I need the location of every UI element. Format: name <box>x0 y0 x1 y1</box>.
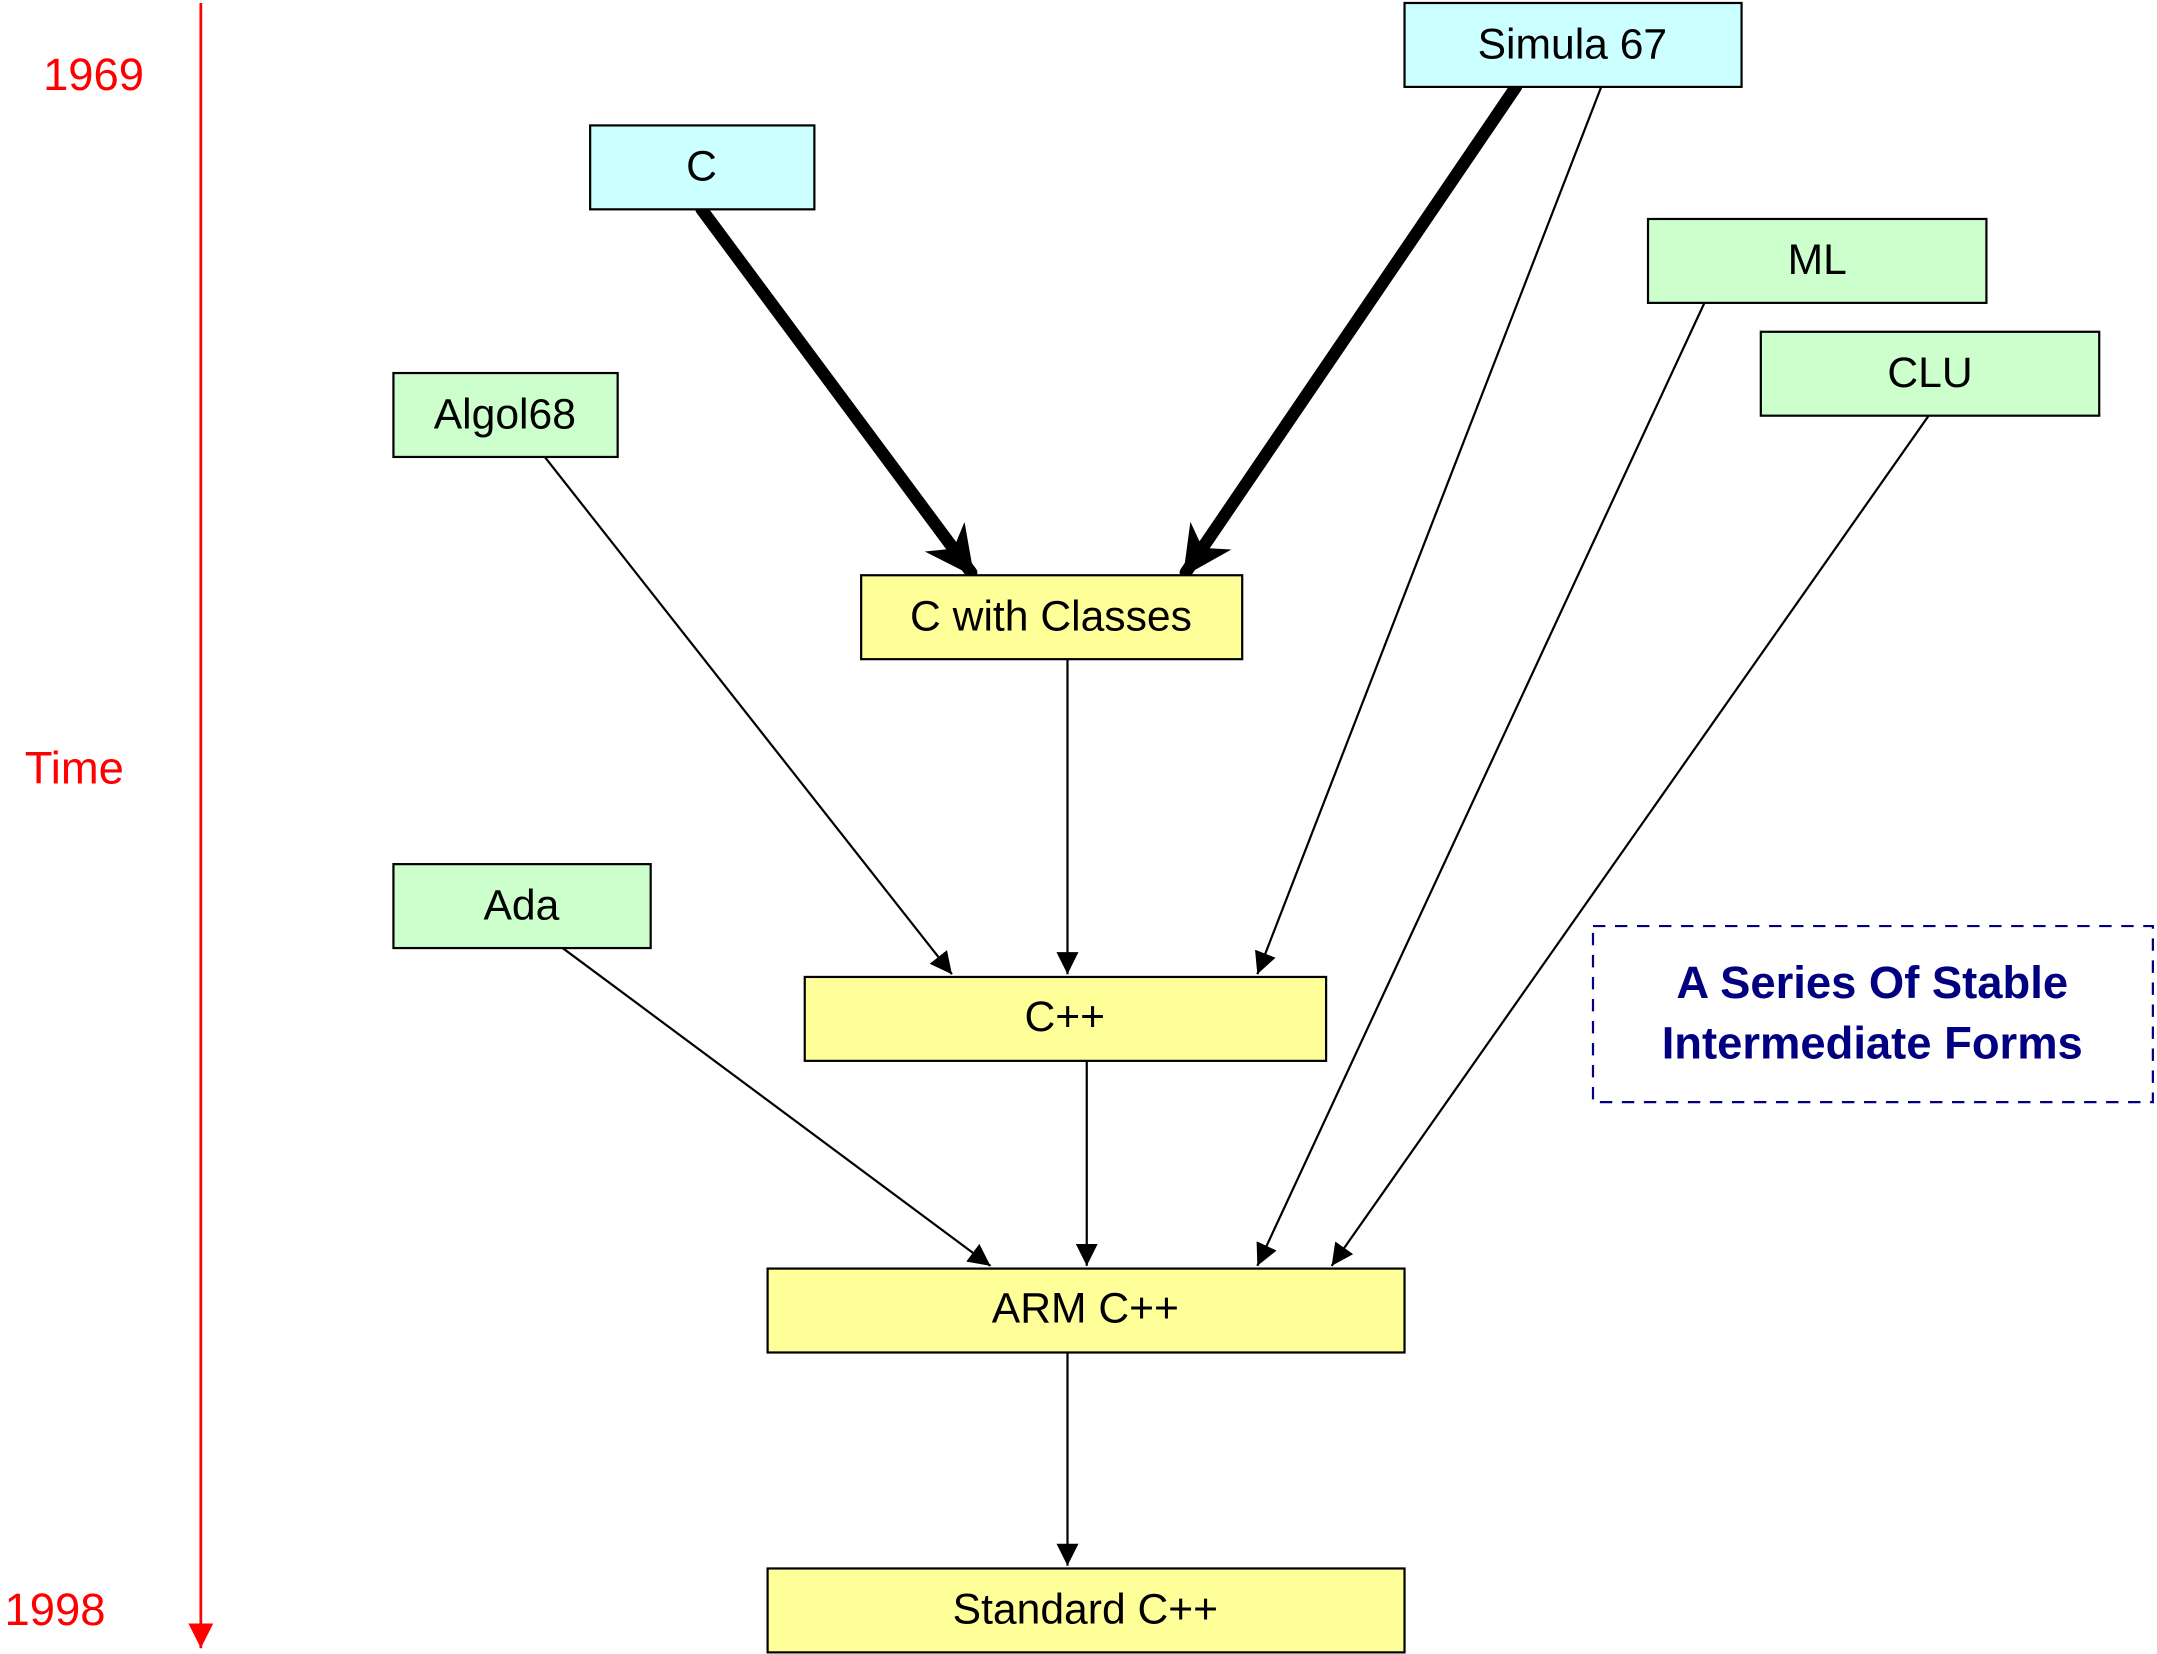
node-algol68: Algol68 <box>392 371 619 459</box>
node-label: Ada <box>483 881 559 929</box>
edge-clu-to-arm <box>1330 415 1930 1267</box>
node-clu: CLU <box>1759 330 2101 417</box>
note-box: A Series Of Stable Intermediate Forms <box>1591 924 2154 1104</box>
timeline: 1969 Time 1998 <box>5 2 214 1649</box>
timeline-end-label: 1998 <box>5 1584 106 1635</box>
node-ml: ML <box>1646 217 1988 304</box>
node-label: Algol68 <box>434 390 576 438</box>
node-box <box>766 1567 1406 1654</box>
node-label: C with Classes <box>910 593 1192 641</box>
edge-simula-to-cwc <box>1179 80 1523 579</box>
node-label: Simula 67 <box>1478 20 1668 68</box>
node-ada: Ada <box>392 863 652 950</box>
node-box <box>860 574 1244 661</box>
edge-ada-to-arm <box>561 947 992 1267</box>
edge-algol68-to-cpp <box>543 456 953 975</box>
edges <box>543 80 1930 1566</box>
node-c: C <box>589 124 816 211</box>
node-standard-cpp: Standard C++ <box>766 1567 1406 1654</box>
node-box <box>803 975 1328 1062</box>
node-label: C <box>686 143 717 191</box>
node-c-with-classes: C with Classes <box>860 574 1244 661</box>
node-box <box>392 863 652 950</box>
node-box <box>1403 1 1743 89</box>
node-cpp: C++ <box>803 975 1328 1062</box>
node-simula: Simula 67 <box>1403 1 1743 89</box>
node-box <box>589 124 816 211</box>
edge-ml-to-arm <box>1256 302 1706 1267</box>
node-box <box>766 1267 1406 1354</box>
note-border <box>1591 924 2154 1104</box>
edge-simula-to-cpp <box>1255 86 1603 975</box>
node-box <box>1646 217 1988 304</box>
node-box <box>1759 330 2101 417</box>
timeline-start-label: 1969 <box>43 49 144 100</box>
note-line-1: A Series Of Stable <box>1676 957 2068 1008</box>
timeline-axis-label: Time <box>25 742 124 793</box>
node-label: C++ <box>1024 993 1105 1041</box>
node-arm-cpp: ARM C++ <box>766 1267 1406 1354</box>
node-label: ML <box>1788 236 1847 284</box>
note-line-2: Intermediate Forms <box>1662 1017 2083 1068</box>
node-label: ARM C++ <box>992 1284 1179 1332</box>
node-label: Standard C++ <box>953 1586 1218 1634</box>
node-label: CLU <box>1887 349 1972 397</box>
edge-c-to-cwc <box>695 203 978 579</box>
node-box <box>392 371 619 459</box>
